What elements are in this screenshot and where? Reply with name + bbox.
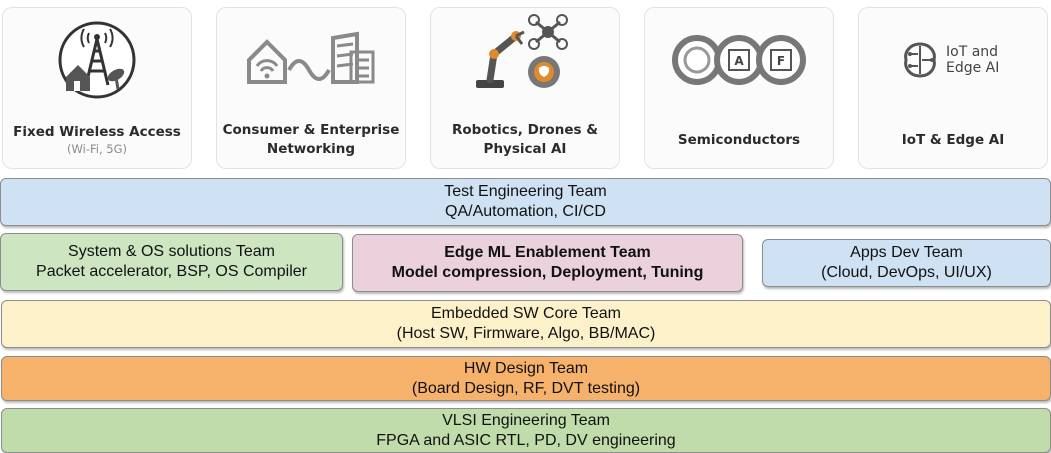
band-vlsi: VLSI Engineering Team FPGA and ASIC RTL,… bbox=[1, 408, 1051, 453]
band-apps-dev: Apps Dev Team (Cloud, DevOps, UI/UX) bbox=[762, 239, 1051, 287]
band-embedded-sw: Embedded SW Core Team (Host SW, Firmware… bbox=[1, 300, 1051, 348]
band-system-os: System & OS solutions Team Packet accele… bbox=[0, 233, 343, 291]
team-name: Edge ML Enablement Team bbox=[444, 244, 651, 261]
band-test-engineering: Test Engineering Team QA/Automation, CI/… bbox=[0, 178, 1051, 226]
domain-card-networking: Consumer & Enterprise Networking bbox=[216, 7, 406, 169]
team-detail: (Board Design, RF, DVT testing) bbox=[411, 379, 641, 397]
team-name: VLSI Engineering Team bbox=[442, 411, 610, 429]
team-detail: Model compression, Deployment, Tuning bbox=[391, 264, 704, 281]
brain-circuit-icon: IoT and Edge AI bbox=[859, 16, 1047, 104]
band-hw-design: HW Design Team (Board Design, RF, DVT te… bbox=[1, 356, 1051, 401]
team-detail: FPGA and ASIC RTL, PD, DV engineering bbox=[376, 431, 676, 449]
domain-title: IoT & Edge AI bbox=[901, 132, 1005, 148]
domain-title: Semiconductors bbox=[677, 132, 801, 148]
network-house-building-icon bbox=[217, 16, 405, 104]
team-name: HW Design Team bbox=[463, 359, 589, 377]
domain-card-fixed-wireless: Fixed Wireless Access (Wi-Fi, 5G) bbox=[2, 7, 192, 169]
robot-arm-drone-icon bbox=[431, 10, 619, 98]
chip-circles-icon: A F bbox=[645, 16, 833, 104]
team-detail: (Cloud, DevOps, UI/UX) bbox=[821, 264, 992, 281]
domain-card-robotics: Robotics, Drones & Physical AI bbox=[430, 7, 620, 169]
domain-card-iot: IoT and Edge AI IoT & Edge AI bbox=[858, 7, 1048, 169]
domain-card-semiconductors: A F Semiconductors bbox=[644, 7, 834, 169]
band-edge-ml: Edge ML Enablement Team Model compressio… bbox=[352, 234, 743, 292]
team-detail: (Host SW, Firmware, Algo, BB/MAC) bbox=[396, 325, 656, 342]
chip-letter: A bbox=[734, 54, 744, 68]
domain-subtitle: (Wi-Fi, 5G) bbox=[67, 142, 127, 156]
team-name: Test Engineering Team bbox=[444, 183, 607, 200]
team-detail: Packet accelerator, BSP, OS Compiler bbox=[36, 263, 307, 280]
cell-tower-icon bbox=[3, 16, 191, 104]
chip-letter: F bbox=[777, 54, 785, 68]
team-name: Embedded SW Core Team bbox=[430, 305, 621, 322]
domain-title: Robotics, Drones & Physical AI bbox=[452, 122, 598, 157]
domain-title: Consumer & Enterprise Networking bbox=[222, 122, 400, 157]
icon-caption: IoT and Edge AI bbox=[946, 44, 1000, 76]
domain-title: Fixed Wireless Access bbox=[13, 124, 181, 140]
team-name: System & OS solutions Team bbox=[68, 243, 275, 260]
team-detail: QA/Automation, CI/CD bbox=[445, 203, 606, 220]
team-name: Apps Dev Team bbox=[850, 244, 963, 261]
